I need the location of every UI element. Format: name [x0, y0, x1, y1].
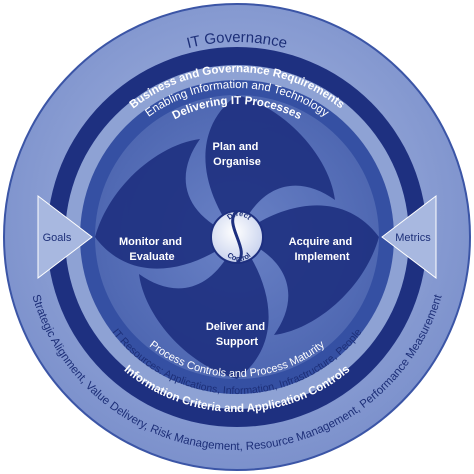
it-governance-label: IT Governance: [185, 29, 289, 52]
yin-yang-curve: [231, 209, 243, 265]
deliver-support-label: Deliver and Support: [206, 321, 268, 348]
direct-label: Direct: [225, 209, 253, 222]
monitor-evaluate-label: Monitor and Evaluate: [119, 236, 185, 263]
acquire-implement-label: Acquire and Implement: [289, 236, 356, 263]
goals-label: Goals: [43, 232, 72, 244]
process-swirl: [95, 95, 379, 379]
control-label: Control: [226, 250, 253, 263]
metrics-wedge: [381, 194, 437, 280]
goals-wedge: [37, 194, 93, 280]
plan-organise-label: Plan and Organise: [213, 141, 262, 168]
metrics-label: Metrics: [395, 232, 431, 244]
